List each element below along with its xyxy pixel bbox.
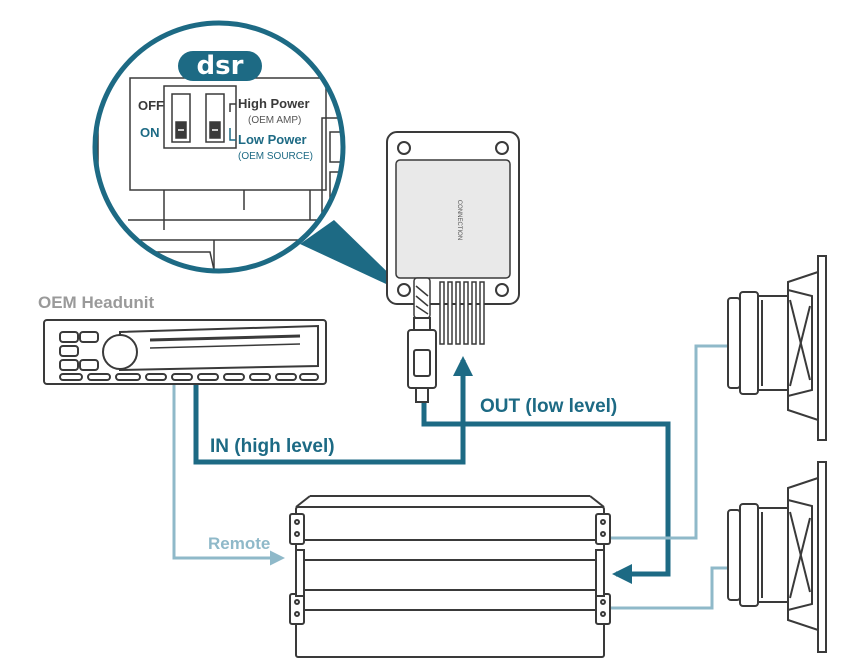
- low-power-bracket: [229, 128, 236, 141]
- high-power-bracket: [229, 103, 236, 112]
- in-high-level-label: IN (high level): [210, 436, 335, 457]
- dip-switch-block: [163, 85, 237, 149]
- oem-headunit-label: OEM Headunit: [38, 293, 155, 312]
- remote-label: Remote: [208, 534, 270, 553]
- device-brand: CONNECTION: [456, 200, 462, 240]
- speaker-icon-top: [727, 255, 827, 441]
- mount-hole-br: [495, 283, 509, 297]
- low-power-label: Low Power: [238, 132, 307, 147]
- high-power-sub: (OEM AMP): [248, 115, 301, 126]
- remote-wire: [172, 382, 285, 566]
- low-power-sub: (OEM SOURCE): [238, 151, 313, 162]
- off-label: OFF: [138, 98, 164, 113]
- out-low-level-label: OUT (low level): [480, 396, 617, 417]
- device-body: [395, 159, 511, 279]
- rca-connector: [407, 317, 437, 403]
- on-label: ON: [140, 125, 160, 140]
- magnified-inset: OFF ON High Power (OEM AMP) Low Power (O…: [92, 20, 346, 274]
- mount-hole-bl: [397, 283, 411, 297]
- amplifier-icon: [289, 495, 611, 658]
- dsr-device: CONNECTION: [386, 131, 520, 403]
- out-low-level-wire: [421, 402, 671, 584]
- speaker-wire-top: [606, 344, 728, 540]
- dsr-logo: dsr: [178, 51, 262, 81]
- car-radio-icon: [43, 319, 327, 385]
- mount-hole-tr: [495, 141, 509, 155]
- high-power-label: High Power: [238, 96, 310, 111]
- speaker-icon-bottom: [727, 461, 827, 653]
- device-cable-bundle: [413, 277, 485, 345]
- dsr-logo-text: dsr: [197, 51, 244, 81]
- inset-ring: [92, 20, 346, 274]
- speaker-wire-bottom: [606, 566, 728, 610]
- inset-callout-wedge: [300, 220, 412, 296]
- in-high-level-wire: [193, 356, 473, 465]
- mount-hole-tl: [397, 141, 411, 155]
- wires: [172, 220, 728, 610]
